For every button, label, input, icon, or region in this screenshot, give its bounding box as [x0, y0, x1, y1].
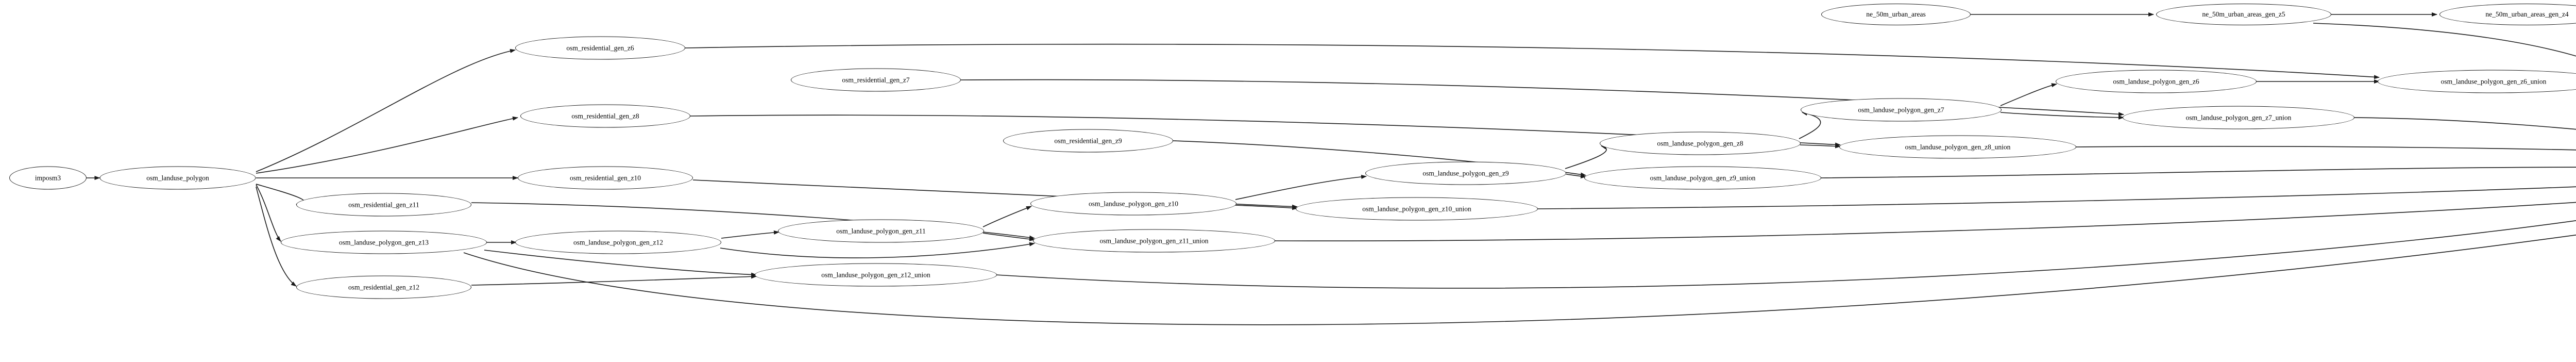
graph-node-label: osm_landuse_polygon_gen_z8: [1657, 139, 1743, 147]
graph-node-osm-residential-gen-z10[interactable]: osm_residential_gen_z10: [518, 166, 693, 190]
graph-edge: [484, 250, 757, 277]
graph-node-label: osm_landuse_polygon_gen_z11_union: [1099, 237, 1209, 245]
graph-node-osm-landuse-polygon-gen-z8[interactable]: osm_landuse_polygon_gen_z8: [1600, 131, 1801, 155]
graph-node-label: osm_residential_gen_z6: [566, 44, 634, 52]
graph-edge: [982, 206, 1032, 227]
graph-node-label: osm_residential_gen_z12: [348, 283, 419, 291]
graph-edge: [256, 116, 518, 174]
graph-node-osm-landuse-polygon-gen-z11[interactable]: osm_landuse_polygon_gen_z11: [778, 219, 984, 243]
graph-edge: [256, 186, 297, 287]
graph-node-label: osm_landuse_polygon_gen_z8_union: [1905, 143, 2011, 151]
graph-node-osm-landuse-polygon-gen-z12-union[interactable]: osm_landuse_polygon_gen_z12_union: [755, 263, 997, 287]
graph-edge: [2000, 112, 2124, 120]
graph-edge: [720, 242, 1035, 258]
graph-node-ne-50m-urban-areas-gen-z5[interactable]: ne_50m_urban_areas_gen_z5: [2156, 4, 2331, 25]
graph-edge: [995, 220, 2576, 289]
graph-node-label: osm_landuse_polygon: [146, 174, 209, 182]
graph-node-label: osm_landuse_polygon_gen_z10_union: [1362, 205, 1471, 213]
graph-node-osm-landuse-polygon-gen-z8-union[interactable]: osm_landuse_polygon_gen_z8_union: [1839, 135, 2076, 159]
graph-node-osm-landuse-polygon-gen-z9[interactable]: osm_landuse_polygon_gen_z9: [1365, 161, 1566, 185]
graph-edge: [1536, 186, 2576, 209]
graph-edge: [463, 234, 2576, 325]
graph-node-osm-landuse-polygon[interactable]: osm_landuse_polygon: [99, 166, 256, 190]
graph-node-label: osm_landuse_polygon_gen_z10: [1089, 200, 1178, 208]
graph-node-label: ne_50m_urban_areas: [1866, 10, 1926, 19]
graph-node-label: osm_residential_gen_z8: [571, 112, 639, 120]
graph-edge: [2313, 23, 2576, 57]
graph-node-label: osm_landuse_polygon_gen_z7: [1858, 106, 1944, 114]
graph-node-osm-residential-gen-z9[interactable]: osm_residential_gen_z9: [1003, 129, 1173, 153]
graph-edge: [1565, 145, 1607, 169]
graph-edge: [1235, 174, 1367, 200]
graph-node-osm-residential-gen-z11[interactable]: osm_residential_gen_z11: [296, 193, 471, 217]
graph-node-label: imposm3: [35, 174, 61, 182]
graph-edge: [721, 230, 779, 239]
graph-edge: [1820, 167, 2576, 178]
graph-node-label: osm_residential_gen_z10: [570, 174, 641, 182]
graph-node-ne-50m-urban-areas[interactable]: ne_50m_urban_areas: [1821, 4, 1971, 25]
graph-node-osm-landuse-polygon-gen-z7[interactable]: osm_landuse_polygon_gen_z7: [1801, 98, 2002, 122]
graph-node-label: osm_landuse_polygon_gen_z12: [573, 238, 663, 246]
graph-node-osm-landuse-polygon-gen-z10-union[interactable]: osm_landuse_polygon_gen_z10_union: [1296, 197, 1538, 221]
graph-node-osm-landuse-polygon-gen-z12[interactable]: osm_landuse_polygon_gen_z12: [515, 231, 721, 254]
graph-edge: [1235, 205, 1298, 210]
graph-node-osm-residential-gen-z8[interactable]: osm_residential_gen_z8: [520, 104, 690, 128]
graph-node-osm-landuse-polygon-gen-z7-union[interactable]: osm_landuse_polygon_gen_z7_union: [2123, 106, 2354, 129]
graph-node-label: ne_50m_urban_areas_gen_z4: [2485, 10, 2569, 19]
graph-edge: [256, 184, 281, 242]
graph-node-label: osm_residential_gen_z9: [1054, 137, 1122, 145]
graph-node-label: osm_residential_gen_z7: [842, 76, 910, 84]
graph-node-label: osm_landuse_polygon_gen_z11: [836, 227, 926, 235]
graph-node-label: osm_residential_gen_z11: [348, 201, 419, 209]
graph-edge: [1799, 111, 1821, 139]
graph-node-osm-residential-gen-z12[interactable]: osm_residential_gen_z12: [296, 275, 471, 299]
graph-node-osm-landuse-polygon-gen-z11-union[interactable]: osm_landuse_polygon_gen_z11_union: [1033, 229, 1275, 253]
graph-edge: [2353, 117, 2576, 130]
graph-node-label: osm_landuse_polygon_gen_z9_union: [1650, 174, 1756, 182]
graph-node-imposm3[interactable]: imposm3: [9, 166, 87, 190]
graph-edge: [685, 43, 2380, 79]
graph-edge: [1274, 202, 2576, 241]
graph-node-osm-residential-gen-z6[interactable]: osm_residential_gen_z6: [515, 36, 685, 60]
graph-node-label: osm_landuse_polygon_gen_z13: [339, 238, 429, 246]
graph-node-osm-landuse-polygon-gen-z6[interactable]: osm_landuse_polygon_gen_z6: [2056, 70, 2257, 93]
graph-edge: [471, 202, 1035, 240]
graph-node-label: osm_landuse_polygon_gen_z6_union: [2441, 77, 2547, 86]
graph-node-label: osm_landuse_polygon_gen_z6: [2113, 77, 2199, 86]
graph-node-osm-landuse-polygon-gen-z13[interactable]: osm_landuse_polygon_gen_z13: [281, 231, 487, 254]
graph-edge: [1800, 144, 1841, 149]
graph-edge: [982, 233, 1035, 241]
graph-edge: [256, 48, 516, 172]
graph-node-label: osm_landuse_polygon_gen_z12_union: [821, 271, 930, 279]
graph-edge: [471, 274, 757, 286]
graph-node-osm-landuse-polygon-gen-z6-union[interactable]: osm_landuse_polygon_gen_z6_union: [2378, 70, 2576, 93]
graph-edge: [2000, 83, 2057, 106]
graph-node-label: ne_50m_urban_areas_gen_z5: [2202, 10, 2285, 19]
graph-node-osm-landuse-polygon-gen-z10[interactable]: osm_landuse_polygon_gen_z10: [1030, 192, 1236, 216]
graph-node-osm-landuse-polygon-gen-z9-union[interactable]: osm_landuse_polygon_gen_z9_union: [1584, 166, 1821, 190]
graph-node-ne-50m-urban-areas-gen-z4[interactable]: ne_50m_urban_areas_gen_z4: [2439, 4, 2576, 25]
graph-edge: [2075, 146, 2576, 151]
graph-node-label: osm_landuse_polygon_gen_z9: [1422, 169, 1509, 177]
graph-node-label: osm_landuse_polygon_gen_z7_union: [2185, 113, 2292, 122]
graph-node-osm-residential-gen-z7[interactable]: osm_residential_gen_z7: [791, 68, 961, 92]
